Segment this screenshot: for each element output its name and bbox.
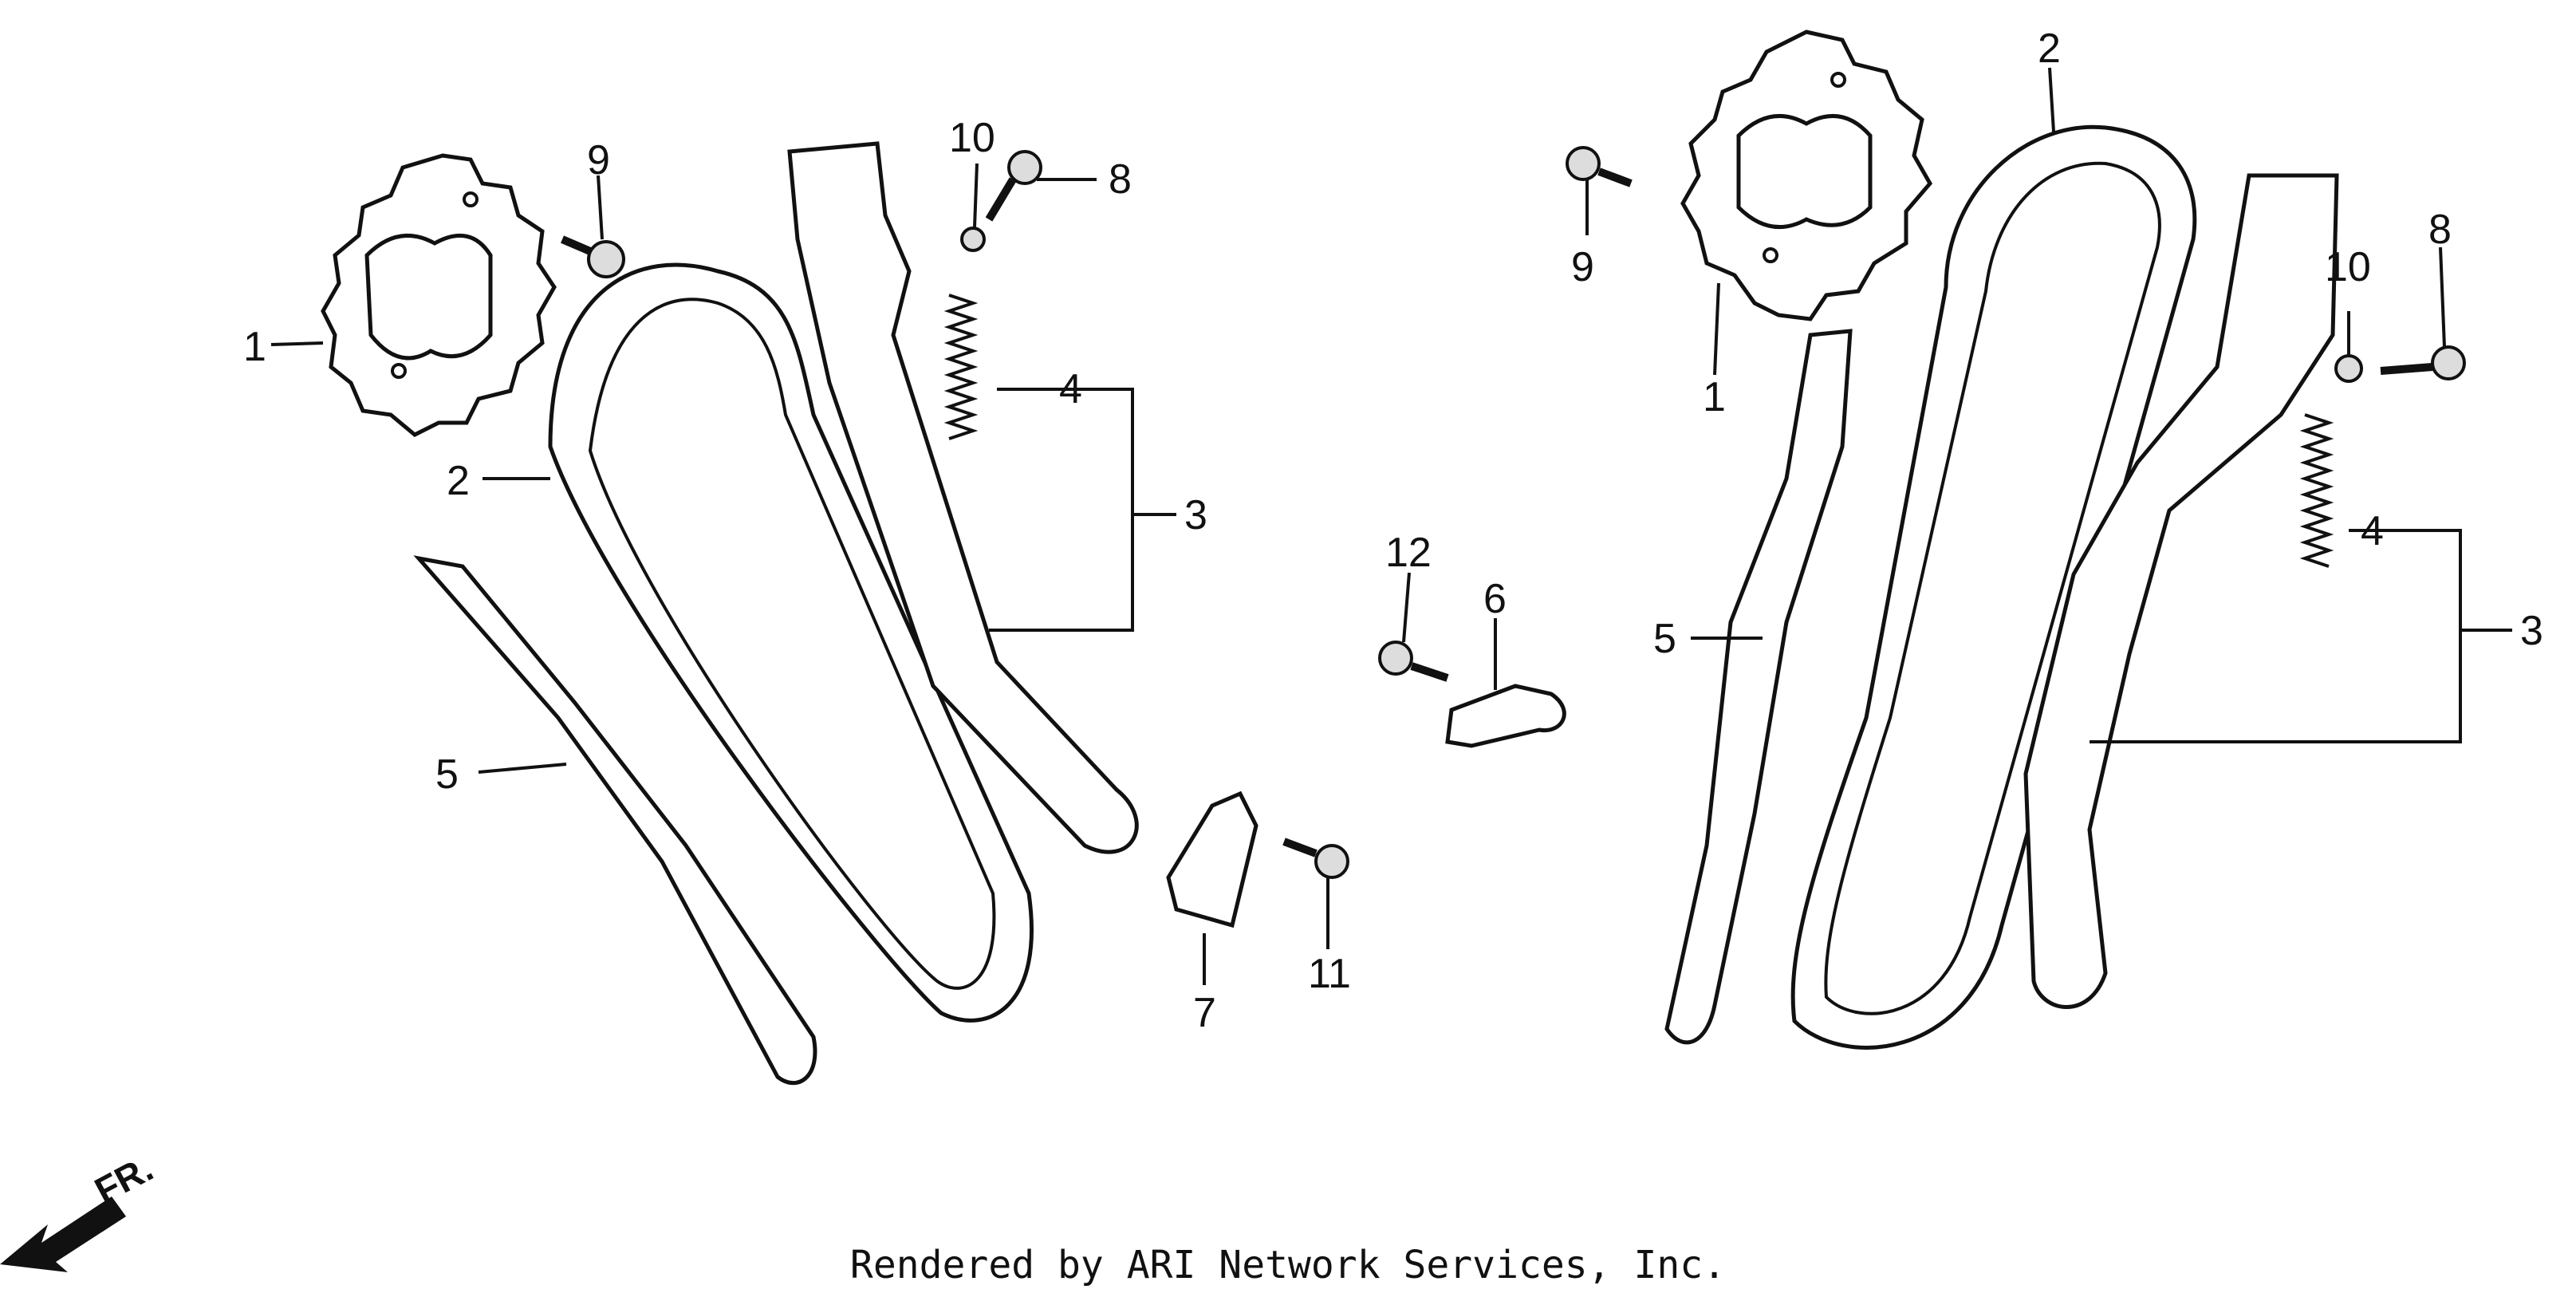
- right-callout-1: 1: [1703, 374, 1726, 420]
- left-chain-guide: [413, 555, 817, 1086]
- left-bolt-11: [1282, 838, 1349, 879]
- right-bolt-8: [2380, 345, 2466, 380]
- left-callout-7: 7: [1193, 990, 1216, 1036]
- right-cam-chain: [1790, 124, 2197, 1050]
- footer-credit: Rendered by ARI Network Services, Inc.: [849, 1243, 1727, 1287]
- left-assembly: [321, 141, 1349, 1086]
- right-bolt-9: [1566, 146, 1633, 187]
- left-guide-plate-7: [1166, 790, 1258, 928]
- direction-label: FR.: [88, 1147, 160, 1212]
- left-callout-1: 1: [243, 324, 266, 370]
- right-callout-3: 3: [2520, 608, 2543, 654]
- left-callout-3: 3: [1184, 492, 1207, 538]
- left-spring: [943, 294, 979, 440]
- right-callout-2: 2: [2038, 26, 2061, 72]
- leader-lines: [270, 67, 2512, 985]
- right-spring: [2299, 413, 2334, 568]
- callout-labels: 1 2 3 4 5 7 8 9 10 11 6 12 1 2 3 4 5 8 9…: [243, 26, 2543, 1036]
- right-chain-guide: [1664, 329, 1853, 1045]
- left-bolt-8: [985, 150, 1042, 222]
- left-callout-9: 9: [587, 137, 610, 183]
- right-tensioner: [2023, 173, 2339, 1009]
- left-sprocket: [321, 153, 557, 437]
- left-callout-10: 10: [949, 115, 995, 161]
- center-parts: [1378, 641, 1566, 748]
- right-callout-9: 9: [1571, 244, 1594, 290]
- right-callout-5: 5: [1653, 616, 1676, 662]
- left-callout-2: 2: [447, 458, 470, 504]
- right-callout-4: 4: [2361, 508, 2384, 554]
- right-sprocket: [1680, 30, 1933, 321]
- center-callout-6: 6: [1483, 576, 1507, 622]
- center-callout-12: 12: [1385, 530, 1432, 576]
- left-cam-chain: [548, 262, 1034, 1023]
- right-washer-10: [2334, 354, 2363, 383]
- center-bolt-12: [1378, 641, 1449, 682]
- right-assembly: [1566, 30, 2466, 1050]
- left-callout-11: 11: [1308, 951, 1351, 997]
- left-washer-10: [960, 227, 986, 252]
- right-callout-8: 8: [2428, 207, 2452, 253]
- left-bolt-9: [561, 235, 625, 278]
- right-callout-10: 10: [2325, 244, 2371, 290]
- center-bracket-6: [1445, 684, 1566, 748]
- left-tensioner: [787, 141, 1139, 854]
- left-callout-4: 4: [1059, 366, 1082, 412]
- left-callout-5: 5: [435, 751, 459, 798]
- left-callout-8: 8: [1109, 156, 1132, 203]
